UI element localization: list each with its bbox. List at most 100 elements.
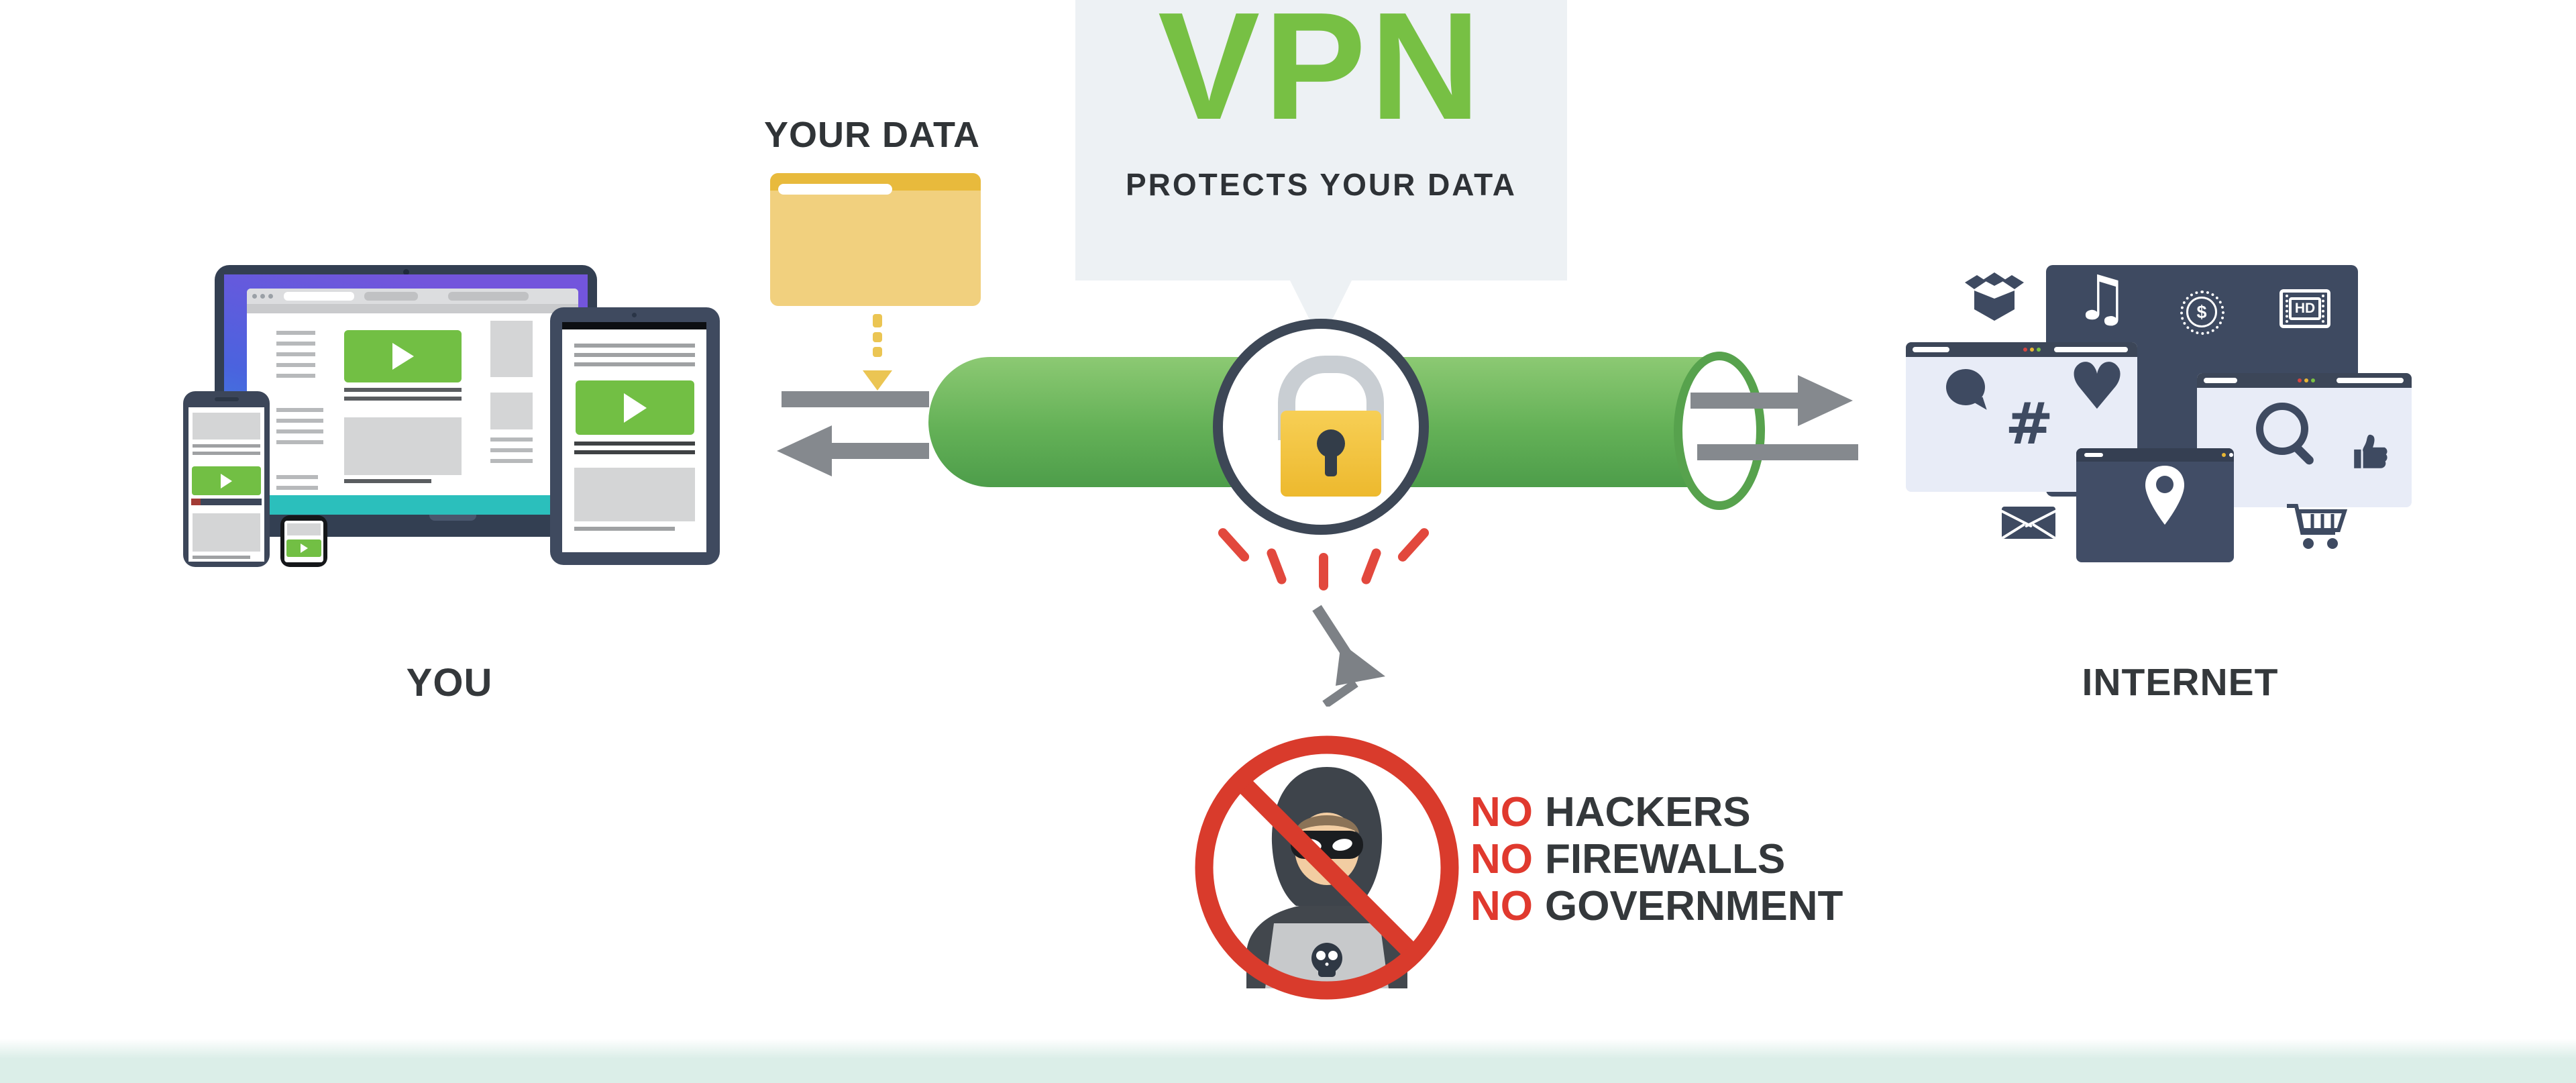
tablet-screen [562,329,706,552]
address-pill [2337,378,2404,383]
tablet-camera-dot [632,313,637,317]
browser-subtoolbar [247,304,578,313]
arrow-out-left-shaft [832,443,929,459]
blocked-target: GOVERNMENT [1545,883,1843,929]
thumbs-up-icon [2354,434,2387,468]
text-lines [574,442,695,459]
progress-chip [191,499,201,505]
text-lines [276,408,323,448]
image-placeholder [193,413,260,440]
no-entry-slash [1234,775,1419,960]
play-icon [300,544,308,553]
arrow-into-tunnel-right [1697,444,1858,460]
envelope-icon [2002,507,2055,539]
skull-icon [1311,943,1342,974]
chat-bubble-tail [1971,397,1987,414]
text-line [193,556,250,559]
sidebar-block [490,321,533,377]
blocked-target: HACKERS [1545,789,1751,835]
laptop-camera-dot [403,269,409,275]
video-player [576,380,694,435]
arrow-out-right-head [1798,375,1853,426]
no-entry-ring [1195,735,1459,1000]
dollar-coin-icon: $ [2180,291,2224,335]
vpn-speech-bubble: VPN PROTECTS YOUR DATA [1075,0,1567,280]
alert-ray [1319,553,1328,590]
lock-body [1281,411,1381,497]
folder-icon [770,173,981,306]
shopping-cart-icon [2287,504,2348,549]
no-prefix: NO [1470,883,1533,929]
no-prefix: NO [1470,789,1533,835]
traffic-lights-icon [2298,378,2302,382]
hd-video-icon: HD [2279,289,2330,328]
envelope-flap-line [2031,523,2055,539]
blocked-item: NO HACKERS [1470,790,1843,837]
you-label: YOU [406,661,493,705]
window-topbar [2076,448,2234,462]
padlock-icon [1213,319,1429,535]
alert-ray [1396,526,1431,564]
phone-screen [189,407,264,562]
address-pill [2204,378,2237,383]
text-lines [490,437,533,464]
footer-strip [0,1039,2576,1083]
play-icon [623,393,647,423]
your-data-label: YOUR DATA [764,115,980,155]
browser-toolbar [247,289,578,304]
play-icon [221,473,232,488]
address-pill [2054,347,2128,352]
chat-bubble-icon [1946,369,1985,405]
open-box-icon [1965,272,2024,321]
text-line [574,527,675,531]
folder-slot [778,184,892,195]
alert-ray [1360,547,1383,586]
address-pill [1913,347,1949,352]
music-note-icon: ♫ [2074,262,2130,334]
location-pin-icon [2145,466,2184,525]
image-placeholder [344,417,462,475]
window-topbar [2197,373,2412,388]
video-player [344,330,462,382]
video-player [286,539,321,557]
skull-eye [1316,951,1326,960]
sidebar-block [490,393,533,429]
mask-eye [1332,839,1352,851]
envelope-flap-line [2024,509,2055,528]
smartwatch-screen [284,521,323,562]
progress-bar [191,499,262,505]
image-placeholder [287,523,321,535]
page-footer-strip [247,495,578,515]
alert-ray [1265,547,1288,586]
toolbar-pill [364,292,418,301]
skull-eye [1328,951,1338,960]
hacker-hair [1295,815,1359,833]
vpn-subtitle: PROTECTS YOUR DATA [1125,167,1517,202]
image-placeholder [574,468,695,521]
laptop-base-notch [429,515,476,521]
dashed-arrow-segment [873,332,882,342]
address-pill [2084,453,2103,457]
window-topbar [1906,342,2137,357]
envelope-flap-line [2002,523,2026,539]
text-lines [193,444,260,455]
no-entry-icon [1195,735,1459,1000]
text-lines [574,344,695,369]
tablet-top-bar [562,322,706,329]
dashed-arrow-segment [873,347,882,357]
tunnel-opening [1674,352,1765,510]
phone-notch [215,397,239,401]
skull-nose [1325,962,1329,966]
dollar-sign: $ [2186,297,2217,327]
internet-label: INTERNET [2082,661,2279,704]
image-placeholder [193,513,260,552]
search-icon [2256,403,2308,455]
blocked-item: NO GOVERNMENT [1470,884,1843,931]
search-icon-handle [2291,442,2316,467]
text-lines [344,388,462,401]
hd-label: HD [2288,297,2322,320]
address-bar [284,292,354,301]
